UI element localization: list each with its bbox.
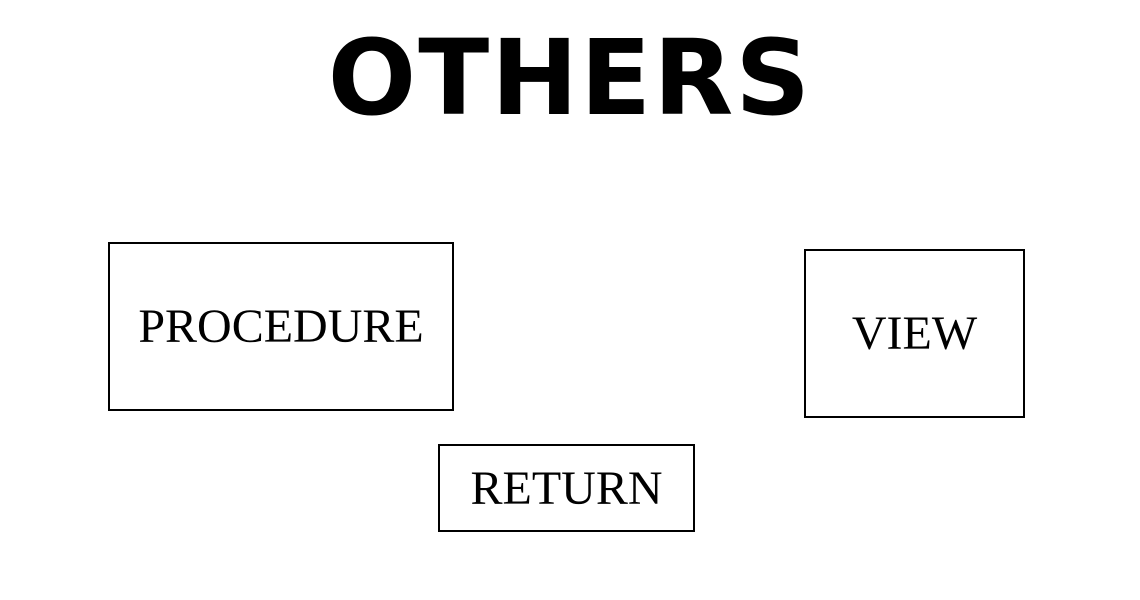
view-button[interactable]: VIEW (804, 249, 1025, 418)
return-button-label: RETURN (470, 461, 663, 515)
return-button[interactable]: RETURN (438, 444, 695, 532)
page-title: OTHERS (327, 17, 813, 139)
procedure-button[interactable]: PROCEDURE (108, 242, 454, 411)
procedure-button-label: PROCEDURE (138, 300, 424, 353)
view-button-label: VIEW (851, 307, 978, 360)
